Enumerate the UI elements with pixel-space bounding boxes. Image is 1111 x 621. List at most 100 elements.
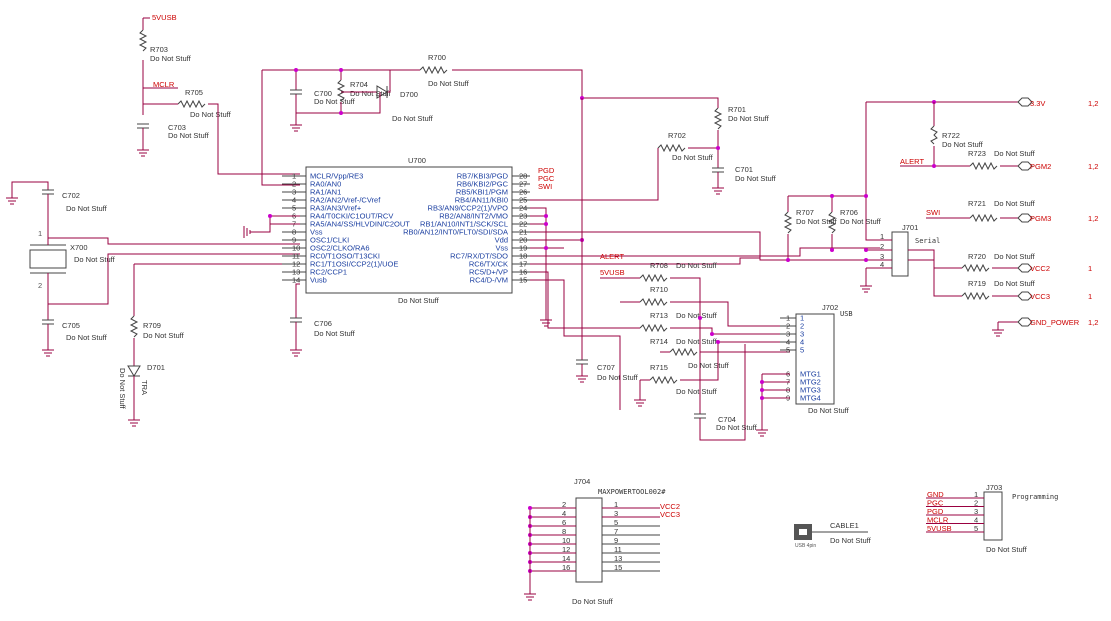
j703-body bbox=[983, 491, 1003, 541]
u700-pin-num: 26 bbox=[519, 188, 527, 197]
u700-pin-num: 16 bbox=[519, 268, 527, 277]
j701-pin3: 3 bbox=[880, 252, 884, 261]
j702-pin-name: 4 bbox=[800, 338, 804, 347]
top-network: R700 Do Not Stuff C700 Do Not Stuff R704… bbox=[261, 53, 719, 186]
j704-left-pin: 10 bbox=[562, 536, 570, 545]
u700-pin-num: 19 bbox=[519, 244, 527, 253]
x700-pin1: 1 bbox=[38, 229, 42, 238]
u700-pin-name: RA0/AN0 bbox=[310, 180, 341, 189]
j704-connector: J704 MAXPOWERTOOL002# Do Not Stuff 24681… bbox=[524, 477, 680, 606]
u700-pin-name: RC4/D-/VM bbox=[470, 276, 508, 285]
c700-note: Do Not Stuff bbox=[314, 97, 356, 106]
r701-r702-section: R701 Do Not Stuff R702 Do Not Stuff C701… bbox=[530, 105, 777, 201]
u700-note: Do Not Stuff bbox=[398, 296, 440, 305]
net-pgm2: PGM2 bbox=[1030, 162, 1051, 171]
u700-pin-num: 24 bbox=[519, 204, 527, 213]
c706-note: Do Not Stuff bbox=[314, 329, 356, 338]
j704-left-pin: 8 bbox=[562, 527, 566, 536]
u700-pin-name: RB1/AN10/INT1/SCK/SCL bbox=[420, 220, 508, 229]
r714-note: Do Not Stuff bbox=[688, 361, 730, 370]
u700-pin-name: RA5/AN4/SS/HLVDIN/C2OUT bbox=[310, 220, 410, 229]
j701-pin4: 4 bbox=[880, 260, 884, 269]
u700-pin-name: Vss bbox=[310, 228, 323, 237]
u700-pin-name: RB3/AN9/CCP2(1)/VPO bbox=[428, 204, 509, 213]
j704-label: MAXPOWERTOOL002# bbox=[598, 488, 666, 496]
c701-ref: C701 bbox=[735, 165, 753, 174]
u700-pin-num: 4 bbox=[292, 196, 296, 205]
j704-body bbox=[575, 497, 603, 583]
u700-pin-name: OSC2/CLKO/RA6 bbox=[310, 244, 370, 253]
j704-right-pin: 3 bbox=[614, 509, 618, 518]
cable1-sub: USB 4pin bbox=[795, 543, 816, 549]
usb-resistors: R708 Do Not Stuff R710 Do Not Stuff R713… bbox=[619, 261, 790, 441]
u700-pin-name: RC6/TX/CK bbox=[469, 260, 508, 269]
j703-pin-num: 4 bbox=[974, 516, 978, 525]
j703-pin-num: 1 bbox=[974, 490, 978, 499]
j702-pin-num: 3 bbox=[786, 330, 790, 339]
u700-pin-num: 13 bbox=[292, 268, 300, 277]
r703-ref: R703 bbox=[150, 45, 168, 54]
u700-pin-num: 1 bbox=[292, 172, 296, 181]
net-pgd-u700: PGD bbox=[538, 166, 555, 175]
sheet-ref-vcc2: 1 bbox=[1088, 264, 1092, 273]
sheet-ref-vcc3: 1 bbox=[1088, 292, 1092, 301]
mclr-section: 5VUSB R703 Do Not Stuff MCLR R705 Do Not… bbox=[137, 13, 300, 175]
j704-right-pin: 11 bbox=[614, 545, 622, 554]
r705-note: Do Not Stuff bbox=[190, 110, 232, 119]
j701-serial: J701 Serial 1 2 3 4 R707 Do Not Stuff R7… bbox=[783, 102, 962, 297]
u700-pin-num: 28 bbox=[519, 172, 527, 181]
net-vcc2-j704: VCC2 bbox=[660, 502, 680, 511]
r707-ref: R707 bbox=[796, 208, 814, 217]
d700-ref: D700 bbox=[400, 90, 418, 99]
j704-left-pin: 4 bbox=[562, 509, 566, 518]
u700-pin-num: 25 bbox=[519, 196, 527, 205]
power-nets-right: 3.3V 1,2 R722 Do Not Stuff R723 Do Not S… bbox=[866, 97, 1098, 337]
j702-pin-num: 1 bbox=[786, 314, 790, 323]
r708-ref: R708 bbox=[650, 261, 668, 270]
r722-note: Do Not Stuff bbox=[942, 140, 984, 149]
r700-ref: R700 bbox=[428, 53, 446, 62]
j703-net-label: PGD bbox=[927, 507, 944, 516]
c707-note: Do Not Stuff bbox=[597, 373, 639, 382]
u700-pin-name: RC7/RX/DT/SDO bbox=[450, 252, 508, 261]
u700-pin-name: RC0/T1OSO/T13CKI bbox=[310, 252, 380, 261]
j703-net-label: GND bbox=[927, 490, 944, 499]
r720-ref: R720 bbox=[968, 252, 986, 261]
u700-pin-name: RC2/CCP1 bbox=[310, 268, 347, 277]
c701-note: Do Not Stuff bbox=[735, 174, 777, 183]
u700-pin-num: 21 bbox=[519, 228, 527, 237]
j704-right-pin: 5 bbox=[614, 518, 618, 527]
net-pgm3: PGM3 bbox=[1030, 214, 1051, 223]
u700-pin-num: 10 bbox=[292, 244, 300, 253]
net-3v3: 3.3V bbox=[1030, 99, 1045, 108]
j704-left-pin: 2 bbox=[562, 500, 566, 509]
u700-pin-num: 14 bbox=[292, 276, 300, 285]
u700-pin-name: MCLR/Vpp/RE3 bbox=[310, 172, 363, 181]
r723-ref: R723 bbox=[968, 149, 986, 158]
c702-ref: C702 bbox=[62, 191, 80, 200]
j702-mtg-name: MTG3 bbox=[800, 386, 821, 395]
j704-right-pin: 7 bbox=[614, 527, 618, 536]
r719-ref: R719 bbox=[968, 279, 986, 288]
cable1-note: Do Not Stuff bbox=[830, 536, 872, 545]
u700-pin-name: RC1/T1OSI/CCP2(1)/UOE bbox=[310, 260, 398, 269]
r709-ref: R709 bbox=[143, 321, 161, 330]
j702-note: Do Not Stuff bbox=[808, 406, 850, 415]
j701-label: Serial bbox=[915, 237, 940, 245]
u700-pin-num: 9 bbox=[292, 236, 296, 245]
u700-pin-name: RA2/AN2/Vref-/CVref bbox=[310, 196, 381, 205]
r719-note: Do Not Stuff bbox=[994, 279, 1036, 288]
u700-right-pins: 28RB7/KBI3/PGD27RB6/KBI2/PGC26RB5/KBI1/P… bbox=[403, 172, 530, 285]
u700-pin-name: OSC1/CLKI bbox=[310, 236, 349, 245]
u700-pin-num: 27 bbox=[519, 180, 527, 189]
j704-note: Do Not Stuff bbox=[572, 597, 614, 606]
j702-pin-name: 5 bbox=[800, 346, 804, 355]
r710-note: Do Not Stuff bbox=[676, 311, 718, 320]
j704-right-pin: 13 bbox=[614, 554, 622, 563]
j703-label: Programming bbox=[1012, 493, 1058, 501]
u700-pin-name: RB0/AN12/INT0/FLT0/SDI/SDA bbox=[403, 228, 508, 237]
